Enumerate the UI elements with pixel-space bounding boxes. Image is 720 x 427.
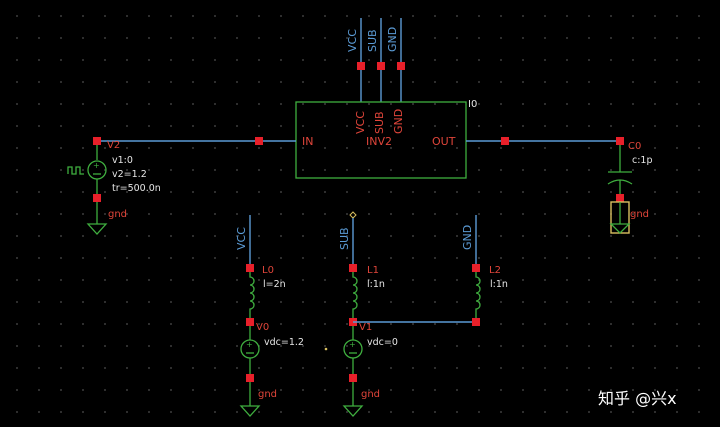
v2-gnd-label: gnd	[108, 209, 127, 220]
l2-value: l:1n	[490, 279, 508, 290]
l0-top-node[interactable]	[246, 264, 254, 272]
c0-gnd-label: gnd	[630, 209, 649, 220]
inductor-l1-coil[interactable]	[352, 272, 358, 320]
c0-top-node[interactable]	[616, 137, 624, 145]
l2-top-node[interactable]	[472, 264, 480, 272]
gnd-branch[interactable]: GND L2 l:1n	[461, 215, 508, 326]
svg-text:+: +	[93, 161, 100, 170]
c0-value: c:1p	[632, 155, 653, 166]
v1-ground-icon	[342, 405, 364, 417]
capacitor-c0[interactable]: C0 c:1p gnd	[466, 137, 653, 234]
v2-param-v1: v1:0	[112, 155, 133, 166]
v2-ground-icon	[86, 223, 108, 235]
v0-name: V0	[256, 322, 269, 333]
sub-top-pin[interactable]	[377, 62, 385, 70]
v2-bottom-node[interactable]	[93, 194, 101, 202]
v0-value: vdc=1.2	[264, 337, 304, 348]
v1-value: vdc=0	[367, 337, 398, 348]
inverter-body[interactable]	[295, 101, 467, 179]
pulse-source-v2[interactable]: + V2 v1:0 v2=1.2 tr=500.0n gnd	[67, 137, 296, 235]
pulse-waveform-icon	[67, 166, 84, 175]
inductor-l0-coil[interactable]	[249, 272, 255, 320]
sub-branch-label: SUB	[338, 227, 351, 250]
l0-value: l=2n	[263, 279, 286, 290]
l1-top-node[interactable]	[349, 264, 357, 272]
vcc-top-label: VCC	[346, 29, 359, 52]
l0-name: L0	[262, 265, 274, 276]
l2-name: L2	[489, 265, 501, 276]
v2-name: V2	[107, 140, 120, 151]
v1-bottom-node[interactable]	[349, 374, 357, 382]
inverter-pin-vcc-label: VCC	[354, 111, 367, 134]
l0-bottom-node[interactable]	[246, 318, 254, 326]
inductor-l2-coil[interactable]	[475, 272, 481, 320]
l2-bottom-node[interactable]	[472, 318, 480, 326]
v2-param-tr: tr=500.0n	[112, 183, 161, 194]
v0-gnd-label: gnd	[258, 389, 277, 400]
v0-bottom-node[interactable]	[246, 374, 254, 382]
inverter-symbol[interactable]: I0 IN OUT VCC SUB GND INV2	[295, 99, 477, 179]
inverter-pin-out-label: OUT	[432, 135, 456, 148]
inverter-pin-gnd-label: GND	[392, 109, 405, 134]
svg-text:+: +	[246, 340, 253, 349]
v2-top-node[interactable]	[93, 137, 101, 145]
watermark-text: 知乎 @兴x	[598, 389, 677, 408]
vcc-top-pin[interactable]	[357, 62, 365, 70]
l1-name: L1	[367, 265, 379, 276]
vcc-branch[interactable]: VCC + L0 l=2n V0 vdc=1.2 gnd	[235, 215, 304, 417]
sub-probe-marker	[349, 211, 357, 219]
probe-dot	[324, 347, 328, 351]
gnd-top-label: GND	[386, 27, 399, 52]
inverter-instance-name: I0	[468, 99, 477, 110]
inverter-pin-sub-label: SUB	[373, 111, 386, 134]
c0-name: C0	[628, 141, 641, 152]
v0-ground-icon	[239, 405, 261, 417]
inverter-cell-name: INV2	[366, 135, 392, 148]
gnd-branch-label: GND	[461, 225, 474, 250]
out-net-node[interactable]	[501, 137, 509, 145]
gnd-top-pin[interactable]	[397, 62, 405, 70]
c0-bottom-node[interactable]	[616, 194, 624, 202]
sub-top-label: SUB	[366, 29, 379, 52]
inverter-pin-in-label: IN	[302, 135, 313, 148]
v1-name: V1	[359, 322, 372, 333]
v2-param-v2: v2=1.2	[112, 169, 147, 180]
svg-text:+: +	[349, 340, 356, 349]
in-net-node[interactable]	[255, 137, 263, 145]
v1-gnd-label: gnd	[361, 389, 380, 400]
sub-branch[interactable]: SUB + L1 l:1n V1 vdc=0 gnd	[338, 211, 476, 417]
vcc-branch-label: VCC	[235, 227, 248, 250]
top-supply-pins: VCC SUB GND	[346, 18, 405, 102]
l1-value: l:1n	[367, 279, 385, 290]
c0-ground-icon	[609, 223, 631, 234]
